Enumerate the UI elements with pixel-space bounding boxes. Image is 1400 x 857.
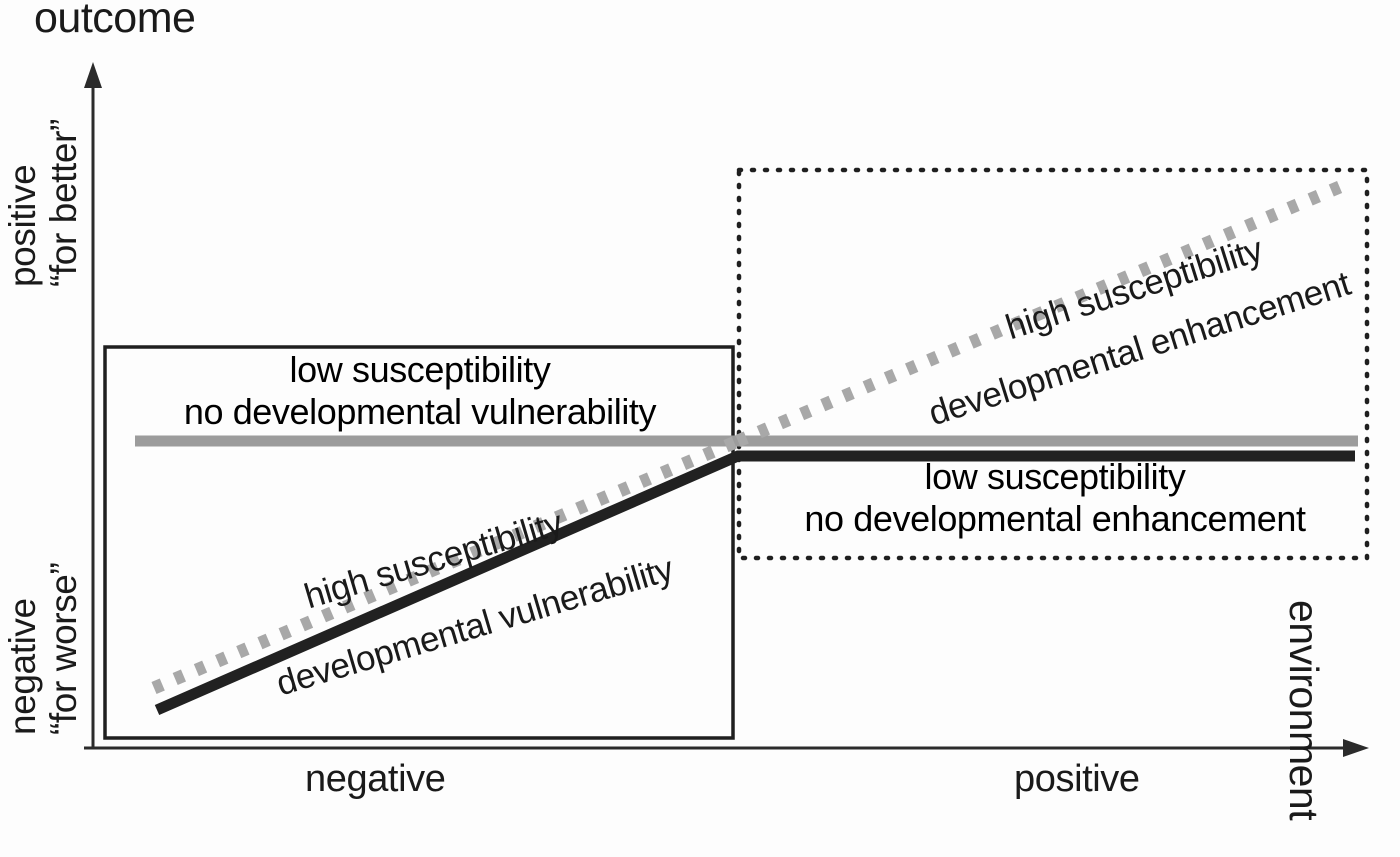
y-axis-negative-label: negative “for worse” [2, 485, 85, 735]
right-quadrant-label-line1: low susceptibility [924, 456, 1186, 497]
left-quadrant-label: low susceptibility no developmental vuln… [120, 349, 720, 433]
y-axis-positive-line1: positive [2, 164, 43, 287]
right-quadrant-label: low susceptibility no developmental enha… [755, 456, 1355, 540]
right-quadrant-box [736, 167, 1370, 561]
left-quadrant-label-line1: low susceptibility [289, 349, 551, 390]
y-axis-title: outcome [34, 0, 196, 42]
y-axis-arrow-icon [84, 62, 102, 88]
x-axis-negative-label: negative [305, 758, 446, 800]
x-axis-arrow-icon [1343, 739, 1369, 757]
dotted-segment-upper-right [735, 180, 1345, 447]
left-quadrant-box [103, 345, 735, 740]
y-axis [84, 62, 102, 748]
right-quadrant-label-line2: no developmental enhancement [804, 498, 1306, 539]
gray-dotted-diagonal-line [151, 180, 1345, 694]
y-axis-positive-line2: “for better” [43, 119, 85, 287]
x-axis-title: environment [1281, 600, 1327, 821]
black-solid-line [154, 450, 1355, 716]
left-quadrant-label-line2: no developmental vulnerability [183, 391, 657, 432]
y-axis-negative-line2: “for worse” [43, 562, 85, 735]
x-axis-positive-label: positive [1014, 758, 1140, 800]
y-axis-negative-line1: negative [2, 598, 43, 735]
y-axis-positive-label: positive “for better” [2, 47, 85, 287]
x-axis [84, 739, 1369, 757]
